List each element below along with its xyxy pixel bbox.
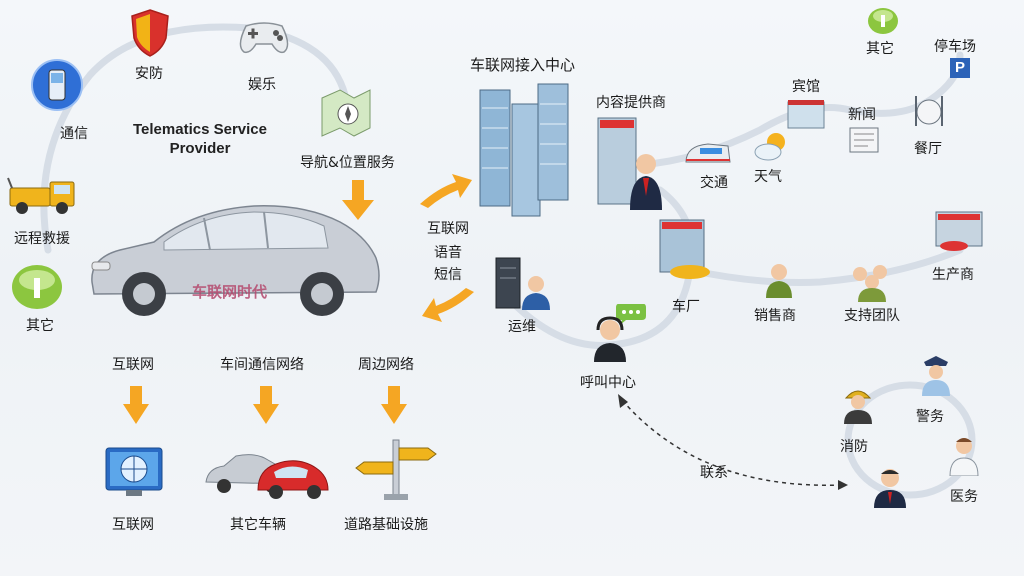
label-other-left: 其它 — [26, 318, 54, 334]
weather-icon — [754, 133, 785, 161]
call-agent-icon — [594, 316, 626, 362]
label-channel-sms: 短信 — [434, 267, 462, 283]
label-navigation: 导航&位置服务 — [300, 155, 395, 171]
label-road-infrastructure: 道路基础设施 — [344, 517, 428, 533]
title-line-2: Provider — [169, 140, 231, 157]
arrow-down-icon — [123, 386, 149, 424]
arrow-right-up-icon — [420, 174, 472, 208]
label-security: 安防 — [135, 66, 163, 82]
label-other-vehicles: 其它车辆 — [230, 517, 286, 533]
dealer-person-icon — [766, 264, 792, 298]
train-icon — [685, 143, 731, 163]
label-v2v-network: 车间通信网络 — [220, 357, 304, 373]
info-bubble-icon — [12, 265, 62, 309]
label-manufacturer: 生产商 — [932, 267, 974, 283]
team-icon — [853, 265, 887, 302]
tow-truck-icon — [7, 177, 75, 214]
firefighter-icon — [844, 390, 872, 424]
label-communication: 通信 — [60, 126, 88, 142]
label-hotel: 宾馆 — [792, 79, 820, 95]
doctor-icon — [949, 438, 979, 476]
newspaper-icon — [849, 127, 879, 153]
label-internet-bottom: 互联网 — [112, 517, 154, 533]
globe-monitor-icon — [105, 447, 163, 496]
vehicles-icon — [205, 454, 329, 499]
info-bubble-icon — [868, 8, 898, 34]
dispatcher-person-icon — [874, 469, 906, 508]
car-image — [91, 205, 380, 316]
restaurant-icon — [915, 96, 943, 126]
label-dealer: 销售商 — [754, 308, 796, 324]
label-channel-internet: 互联网 — [427, 221, 469, 237]
manufacturer-plant-icon — [935, 211, 983, 251]
service-provider-title: Telematics Service Provider — [110, 120, 290, 158]
datacenter-buildings-icon — [479, 83, 569, 217]
map-icon — [321, 89, 371, 137]
server-admin-icon — [495, 257, 550, 310]
label-entertainment: 娱乐 — [248, 77, 276, 93]
arrow-down-icon — [381, 386, 407, 424]
label-channel-voice: 语音 — [434, 245, 462, 261]
label-medical: 医务 — [950, 489, 978, 505]
label-link: 联系 — [700, 465, 728, 481]
label-other-right: 其它 — [866, 41, 894, 57]
label-periphery-network: 周边网络 — [358, 357, 414, 373]
car-watermark: 车联网时代 — [192, 283, 268, 301]
link-arrow — [621, 399, 843, 487]
signpost-icon — [355, 439, 437, 500]
label-weather: 天气 — [754, 169, 782, 185]
label-roadside-rescue: 远程救援 — [14, 231, 70, 247]
label-police: 警务 — [916, 409, 944, 425]
label-news: 新闻 — [848, 107, 876, 123]
label-fire: 消防 — [840, 439, 868, 455]
phone-icon — [31, 59, 83, 111]
content-provider-icon — [597, 117, 662, 210]
label-content-provider: 内容提供商 — [596, 95, 666, 111]
arrow-down-icon — [253, 386, 279, 424]
factory-icon — [659, 219, 710, 279]
label-access-center: 车联网接入中心 — [470, 56, 576, 74]
label-operations: 运维 — [508, 319, 536, 335]
label-support-team: 支持团队 — [844, 308, 900, 324]
chat-bubble-icon — [616, 304, 646, 325]
shield-icon — [131, 9, 169, 57]
hotel-icon — [787, 100, 825, 129]
arrow-down-icon — [342, 180, 374, 220]
label-internet-network: 互联网 — [112, 357, 154, 373]
label-call-center: 呼叫中心 — [580, 375, 636, 391]
label-car-factory: 车厂 — [672, 299, 700, 315]
parking-sign-icon: P — [950, 58, 970, 78]
arrow-left-down-icon — [422, 288, 474, 322]
gamepad-icon — [239, 22, 289, 54]
title-line-1: Telematics Service — [133, 121, 267, 138]
police-officer-icon — [922, 356, 950, 396]
label-parking: 停车场 — [934, 39, 976, 55]
label-restaurant: 餐厅 — [914, 141, 942, 157]
label-transport: 交通 — [700, 175, 728, 191]
